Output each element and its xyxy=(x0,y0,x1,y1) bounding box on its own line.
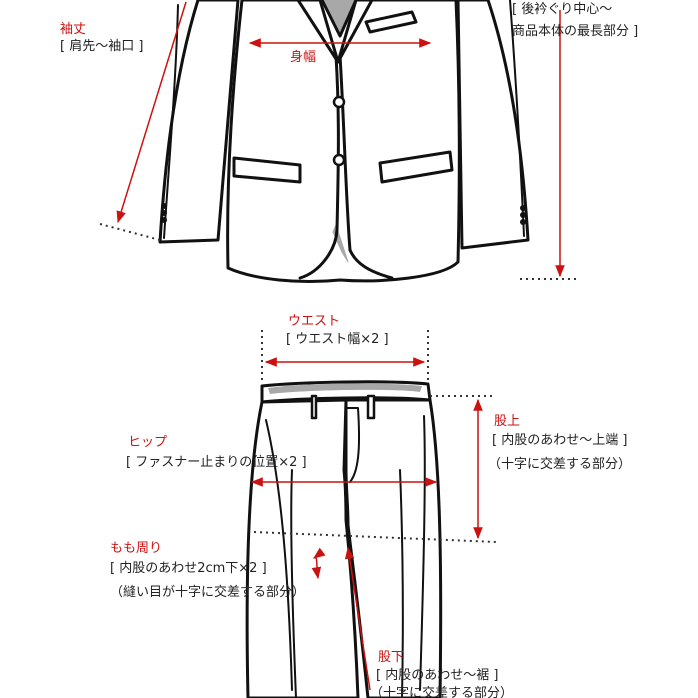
jacket-buttons xyxy=(332,95,346,167)
waist-title: ウエスト xyxy=(288,314,341,329)
inseam-title: 股下 xyxy=(378,650,405,665)
thigh-sub: （縫い目が十字に交差する部分） xyxy=(110,585,306,600)
pants-measure-lines xyxy=(250,330,497,691)
waist-note: [ ウエスト幅×2 ] xyxy=(286,332,389,347)
sleeve-length-note: [ 肩先～袖口 ] xyxy=(60,39,144,54)
inseam-note: [ 内股のあわせ～裾 ] xyxy=(376,668,499,683)
cuff-buttons xyxy=(161,203,526,225)
body-width-title: 身幅 xyxy=(290,50,317,65)
length-note-line2: 商品本体の最長部分 ] xyxy=(512,24,639,39)
jacket-illustration xyxy=(158,0,530,283)
hip-title: ヒップ xyxy=(128,435,168,450)
rise-note: [ 内股のあわせ～上端 ] xyxy=(492,433,628,448)
rise-sub: （十字に交差する部分） xyxy=(488,457,632,472)
thigh-note: [ 内股のあわせ2cm下×2 ] xyxy=(110,561,267,576)
rise-title: 股上 xyxy=(494,414,521,429)
inseam-sub: （十字に交差する部分） xyxy=(370,686,514,698)
thigh-title: もも周り xyxy=(110,541,163,556)
sleeve-length-title: 袖丈 xyxy=(60,22,87,37)
pants-illustration xyxy=(245,380,443,698)
jacket-measure-lines xyxy=(99,1,578,280)
hip-note: [ ファスナー止まりの位置×2 ] xyxy=(126,455,307,470)
length-note-line1: [ 後衿ぐり中心～ xyxy=(512,2,613,17)
